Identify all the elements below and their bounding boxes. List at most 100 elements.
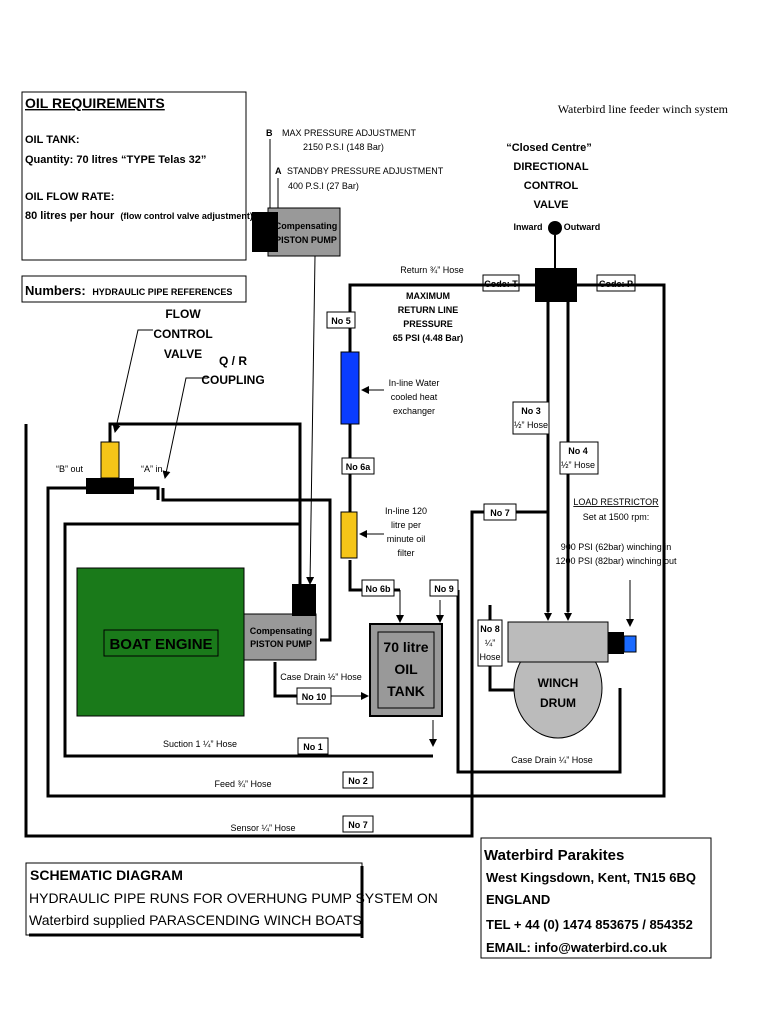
oil-flow-note: (flow control valve adjustment) xyxy=(120,211,253,221)
valve-line4: VALVE xyxy=(533,199,568,211)
engine-label: BOAT ENGINE xyxy=(109,636,212,653)
pipe-label-no10: No 10 xyxy=(302,692,327,702)
sensor-label: Sensor ¼” Hose xyxy=(230,823,295,833)
header-note: Waterbird line feeder winch system xyxy=(558,102,729,116)
numbers-text: HYDRAULIC PIPE REFERENCES xyxy=(92,287,232,297)
svg-text:Set at 1500 rpm:: Set at 1500 rpm: xyxy=(583,512,650,522)
svg-text:In-line Water: In-line Water xyxy=(389,378,440,388)
pipe-label-no3: No 3 xyxy=(521,406,541,416)
standby-pressure-value: 400 P.S.I (27 Bar) xyxy=(288,181,359,191)
a-letter: A xyxy=(275,166,282,176)
company-email: EMAIL: info@waterbird.co.uk xyxy=(486,940,668,955)
oil-tank: 70 litre OIL TANK xyxy=(369,623,443,717)
oil-quantity: Quantity: 70 litres “TYPE Telas 32” xyxy=(25,154,206,166)
standby-pressure-label: STANDBY PRESSURE ADJUSTMENT xyxy=(287,166,444,176)
directional-control-valve: “Closed Centre” DIRECTIONAL CONTROL VALV… xyxy=(482,142,636,302)
pipe-label-no5: No 5 xyxy=(331,316,351,326)
company-tel: TEL + 44 (0) 1474 853675 / 854352 xyxy=(486,917,693,932)
svg-text:In-line 120: In-line 120 xyxy=(385,506,427,516)
top-pump-line1: Compensating xyxy=(275,221,338,231)
pipe-label-no4-hose: ½” Hose xyxy=(561,460,595,470)
pipe-label-no7a: No 7 xyxy=(490,508,510,518)
svg-text:PISTON PUMP: PISTON PUMP xyxy=(250,639,312,649)
top-pump-adjustments: B MAX PRESSURE ADJUSTMENT 2150 P.S.I (14… xyxy=(266,128,444,210)
pipe-label-no4: No 4 xyxy=(568,446,588,456)
pump-reference-arrow xyxy=(306,255,316,585)
svg-text:Q / R: Q / R xyxy=(219,354,247,368)
valve-body xyxy=(535,268,577,302)
top-piston-pump: Compensating PISTON PUMP xyxy=(252,207,341,257)
svg-text:80 litres per hour (flow: 80 litres per hour (flow control valve a… xyxy=(25,210,253,222)
schematic-line1: HYDRAULIC PIPE RUNS FOR OVERHUNG PUMP SY… xyxy=(29,890,438,906)
valve-line3: CONTROL xyxy=(524,180,579,192)
heat-exchanger: In-line Water cooled heat exchanger xyxy=(340,351,440,425)
svg-text:PRESSURE: PRESSURE xyxy=(403,319,453,329)
svg-text:1200 PSI (82bar) winching out: 1200 PSI (82bar) winching out xyxy=(555,556,677,566)
svg-text:OIL: OIL xyxy=(394,661,418,677)
max-return-pressure: MAXIMUM RETURN LINE PRESSURE 65 PSI (4.4… xyxy=(393,291,464,343)
pipe-number-labels: No 5 No 6a No 6b No 9 No 7 No 3 ½” Hose … xyxy=(296,311,599,833)
svg-text:CONTROL: CONTROL xyxy=(153,327,212,341)
max-pressure-label: MAX PRESSURE ADJUSTMENT xyxy=(282,128,417,138)
svg-text:exchanger: exchanger xyxy=(393,406,435,416)
valve-lever-knob xyxy=(548,221,562,235)
oil-requirements-title: OIL REQUIREMENTS xyxy=(25,95,165,111)
svg-text:WINCH: WINCH xyxy=(538,676,579,690)
top-pump-line2: PISTON PUMP xyxy=(275,235,337,245)
pipe-no7-sensor xyxy=(24,424,484,838)
svg-text:FLOW: FLOW xyxy=(165,307,201,321)
company-country: ENGLAND xyxy=(486,892,550,907)
pipe-label-no2: No 2 xyxy=(348,776,368,786)
company-address: West Kingsdown, Kent, TN15 6BQ xyxy=(486,870,696,885)
oil-flow-value: 80 litres per hour xyxy=(25,210,115,222)
load-restrictor-valve xyxy=(623,635,637,653)
svg-text:RETURN LINE: RETURN LINE xyxy=(398,305,459,315)
suction-label: Suction 1 ¼” Hose xyxy=(163,739,237,749)
svg-text:LOAD RESTRICTOR: LOAD RESTRICTOR xyxy=(573,497,659,507)
svg-text:Numbers: HYDRAULIC PIPE: Numbers: HYDRAULIC PIPE REFERENCES xyxy=(25,283,232,298)
max-pressure-value: 2150 P.S.I (148 Bar) xyxy=(303,142,384,152)
pipe-label-no8-frac: ¼” xyxy=(485,638,496,648)
schematic-line2: Waterbird supplied PARASCENDING WINCH BO… xyxy=(29,912,362,928)
svg-text:cooled heat: cooled heat xyxy=(391,392,438,402)
oil-filter: In-line 120 litre per minute oil filter xyxy=(340,506,427,559)
numbers-box: Numbers: HYDRAULIC PIPE REFERENCES xyxy=(21,275,247,303)
svg-text:minute oil: minute oil xyxy=(387,534,426,544)
return-pipe xyxy=(348,283,535,352)
case-drain-half-label: Case Drain ½” Hose xyxy=(280,672,362,682)
svg-text:Compensating: Compensating xyxy=(250,626,313,636)
pipe-flow-control xyxy=(108,422,302,584)
schematic-caption: SCHEMATIC DIAGRAM HYDRAULIC PIPE RUNS FO… xyxy=(25,862,438,938)
outward-label: Outward xyxy=(564,222,601,232)
pipe-label-no1: No 1 xyxy=(303,742,323,752)
pipe-a-in xyxy=(161,488,332,642)
valve-line1: “Closed Centre” xyxy=(506,142,592,154)
b-out-label: “B” out xyxy=(56,464,84,474)
pipe-label-no7b: No 7 xyxy=(348,820,368,830)
svg-text:DRUM: DRUM xyxy=(540,696,576,710)
engine-piston-pump: Compensating PISTON PUMP xyxy=(243,584,317,661)
company-name: Waterbird Parakites xyxy=(484,847,624,864)
pipe-label-no8: No 8 xyxy=(480,624,500,634)
svg-text:litre per: litre per xyxy=(391,520,421,530)
boat-engine: BOAT ENGINE xyxy=(76,567,245,717)
pipe-label-no6b: No 6b xyxy=(365,584,391,594)
load-restrictor: LOAD RESTRICTOR Set at 1500 rpm: 900 PSI… xyxy=(555,497,677,627)
inward-label: Inward xyxy=(513,222,542,232)
svg-text:900 PSI (62bar) winching in: 900 PSI (62bar) winching in xyxy=(561,542,672,552)
valve-line2: DIRECTIONAL xyxy=(513,161,588,173)
svg-text:70 litre: 70 litre xyxy=(383,639,428,655)
oil-requirements-box: OIL REQUIREMENTS OIL TANK: Quantity: 70 … xyxy=(21,91,253,261)
winch-drum: WINCH DRUM xyxy=(507,621,637,739)
pipe-label-no6a: No 6a xyxy=(346,462,372,472)
pipe-label-no8-hose: Hose xyxy=(479,652,500,662)
feed-label: Feed ¾” Hose xyxy=(214,779,271,789)
a-in-label: “A” in xyxy=(141,464,163,474)
svg-text:TANK: TANK xyxy=(387,683,425,699)
pipe-label-no9: No 9 xyxy=(434,584,454,594)
return-hose-label: Return ¾” Hose xyxy=(400,265,464,275)
svg-text:COUPLING: COUPLING xyxy=(201,373,264,387)
svg-text:filter: filter xyxy=(397,548,414,558)
pipe-label-no3-hose: ½” Hose xyxy=(514,420,548,430)
